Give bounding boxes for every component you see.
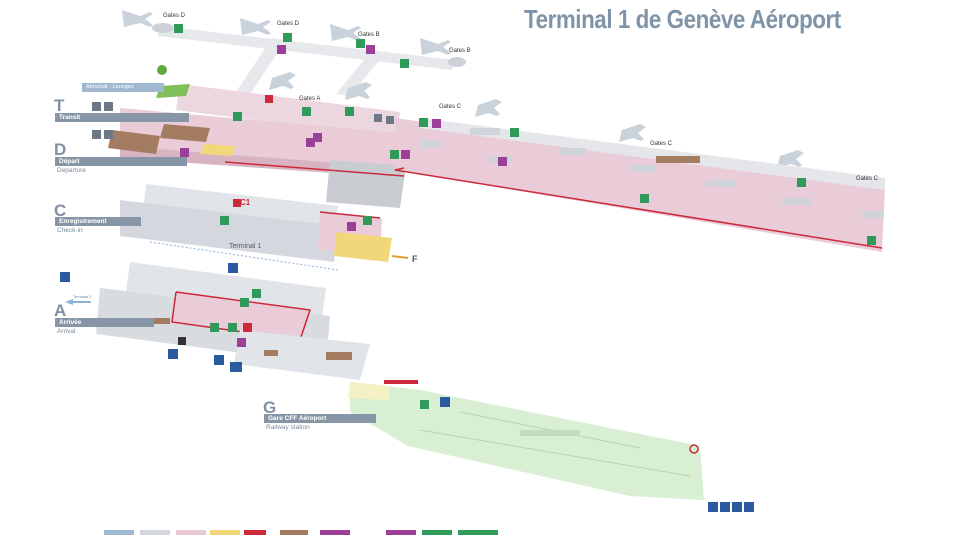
level-letter: D bbox=[54, 140, 67, 159]
gates-c-label-2: Gates C bbox=[650, 141, 673, 147]
transit-level-floor[interactable] bbox=[156, 84, 400, 138]
exit-f-label: F bbox=[412, 254, 418, 264]
level-subtitle: Railway station bbox=[266, 424, 310, 431]
pier-gates-db bbox=[152, 23, 466, 100]
level-subtitle: Check-in bbox=[57, 227, 83, 234]
checkin-zone-c1: C1 bbox=[240, 198, 251, 207]
gates-d-label-1: Gates D bbox=[163, 13, 186, 19]
level-name: Départ bbox=[55, 157, 187, 166]
gates-c-label-1: Gates C bbox=[439, 104, 462, 110]
lounge-label: Aéroclub - Lounges bbox=[82, 83, 164, 92]
railway-station-floor[interactable] bbox=[348, 382, 704, 500]
terminal1-label: Terminal 1 bbox=[229, 243, 261, 250]
airplane-icons bbox=[122, 10, 804, 168]
level-name: Arrivée bbox=[55, 318, 154, 327]
gates-a-label: Gates A bbox=[299, 96, 321, 102]
gates-c-label-3: Gates C bbox=[856, 176, 879, 182]
level-subtitle: Departure bbox=[57, 167, 86, 174]
level-name: Gare CFF Aéroport bbox=[264, 414, 376, 423]
level-letter: T bbox=[54, 96, 65, 115]
map-legend bbox=[104, 530, 514, 538]
departure-level-floor[interactable] bbox=[108, 108, 885, 252]
terminal2-label: Terminal 2 bbox=[73, 294, 92, 299]
page-title: Terminal 1 de Genève Aéroport bbox=[524, 4, 841, 34]
gates-b-label-1: Gates B bbox=[358, 32, 380, 38]
gates-d-label-2: Gates D bbox=[277, 21, 300, 27]
level-letter: C bbox=[54, 201, 67, 220]
level-name: Transit bbox=[55, 113, 189, 122]
level-subtitle: Arrival bbox=[57, 328, 76, 335]
level-letter: A bbox=[54, 301, 67, 320]
level-name: Enregistrement bbox=[55, 217, 141, 226]
level-letter: G bbox=[263, 398, 277, 417]
facility-icons bbox=[60, 24, 876, 512]
gates-b-label-2: Gates B bbox=[449, 48, 471, 54]
